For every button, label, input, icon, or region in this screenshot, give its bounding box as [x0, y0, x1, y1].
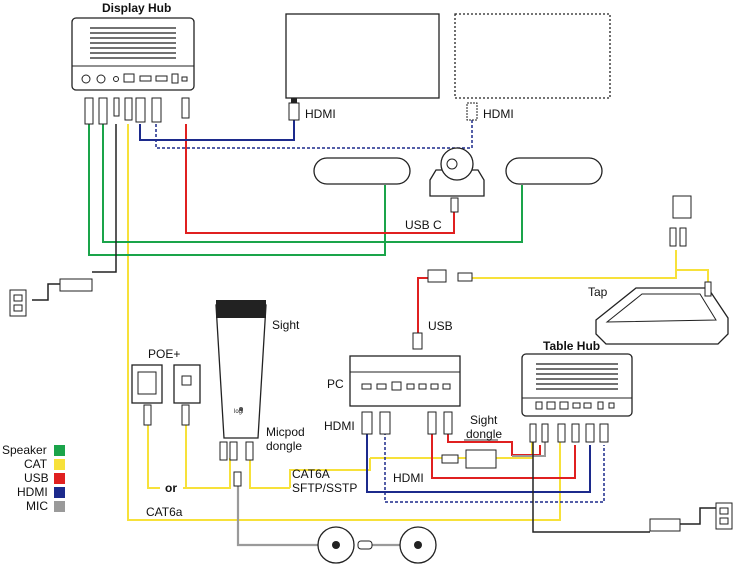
cable-hdmi-display-2 [155, 120, 473, 149]
legend-label-mic: MIC [26, 499, 48, 513]
cable-cat6a-main [127, 124, 561, 521]
sight-dongle [441, 449, 497, 469]
table-hub [521, 353, 633, 443]
label-pc: PC [327, 377, 344, 391]
label-tap: Tap [588, 285, 608, 299]
micpod-right [399, 526, 437, 564]
cable-hdmi-pc-tablehub-dashed [384, 432, 605, 503]
cable-cat-poe [147, 425, 231, 489]
legend-label-hdmi: HDMI [17, 485, 48, 499]
display-2-optional [454, 13, 611, 121]
legend-swatch-mic [54, 501, 65, 512]
label-display-hub: Display Hub [102, 1, 171, 15]
label-hdmi-2: HDMI [483, 107, 514, 121]
cable-power-table-hub [532, 440, 716, 533]
label-cat6a: CAT6a [146, 505, 183, 519]
sight-device [215, 300, 267, 487]
power-adapter-right [649, 518, 681, 532]
cable-power-display-hub [32, 124, 117, 301]
cable-usbc-camera [185, 124, 455, 234]
legend-label-speaker: Speaker [2, 443, 47, 457]
display-1 [285, 13, 440, 121]
usb-connector-tap [427, 269, 447, 283]
display-hub-connectors [84, 97, 190, 125]
label-hdmi-pc: HDMI [324, 419, 355, 433]
label-usb: USB [428, 319, 453, 333]
camera [429, 147, 485, 213]
cable-cat-tap [470, 250, 709, 288]
cable-cat-micpod-tablehub [249, 438, 533, 489]
legend-swatch-cat [54, 459, 65, 470]
sight-logo: logi [234, 409, 243, 415]
cable-hdmi-pc-tablehub [366, 432, 591, 493]
power-adapter-left [59, 278, 93, 292]
display-hub [71, 17, 195, 91]
legend-label-cat: CAT [24, 457, 48, 471]
cable-speaker-2 [102, 124, 523, 243]
speaker-right [505, 157, 603, 185]
label-sight: Sight [272, 318, 300, 332]
label-poe: POE+ [148, 347, 180, 361]
micpod-left [317, 526, 355, 564]
label-or: or [165, 481, 177, 495]
label-hdmi-bottom: HDMI [393, 471, 424, 485]
poe-injector [131, 364, 201, 426]
cable-usb-tap-pc [417, 277, 430, 340]
legend-swatch-hdmi [54, 487, 65, 498]
cable-usb-pc-tablehub [431, 430, 576, 479]
wall-outlet-right [715, 502, 733, 530]
speaker-left [313, 157, 411, 185]
legend: Speaker CAT USB HDMI MIC [2, 443, 65, 513]
label-hdmi-1: HDMI [305, 107, 336, 121]
label-table-hub: Table Hub [543, 339, 600, 353]
wall-outlet-left [9, 289, 27, 317]
cable-speaker-1 [88, 124, 386, 256]
tap-device [595, 195, 729, 345]
legend-swatch-usb [54, 473, 65, 484]
pc-device [349, 355, 461, 435]
label-usb-c: USB C [405, 218, 442, 232]
cable-hdmi-display-1 [139, 120, 295, 141]
legend-swatch-speaker [54, 445, 65, 456]
legend-label-usb: USB [24, 471, 49, 485]
